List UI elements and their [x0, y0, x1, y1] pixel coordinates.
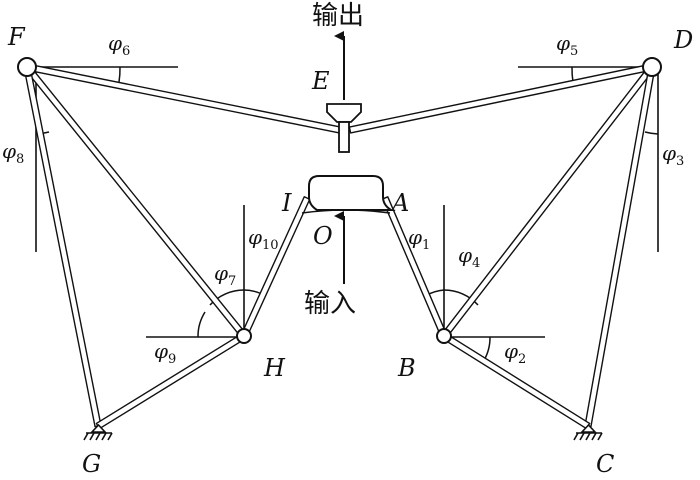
label-d: D [673, 26, 693, 54]
joint-b [436, 328, 452, 344]
arc-phi6 [118, 66, 121, 83]
input-label: 输入 [304, 289, 356, 319]
label-i: I [281, 189, 292, 217]
label-g: G [82, 450, 101, 478]
output-label: 输出 [312, 1, 364, 31]
angle-phi2: φ2 [504, 339, 526, 367]
link-h-i [240, 196, 311, 338]
ground-g [83, 423, 113, 441]
links [23, 63, 656, 430]
angle-phi4: φ4 [458, 243, 480, 271]
angle-phi5: φ5 [556, 31, 578, 59]
coupler-block-lower-edge [301, 209, 391, 214]
funnel-body [326, 103, 362, 123]
angle-phi6: φ6 [108, 31, 130, 59]
label-e: E [311, 67, 330, 95]
coupler-block [308, 175, 395, 211]
angle-phi1: φ1 [408, 225, 430, 253]
angle-phi9: φ9 [154, 339, 176, 367]
arc-phi3 [644, 131, 659, 135]
angle-phi8: φ8 [2, 139, 24, 167]
ground-symbols [83, 423, 603, 441]
joints [17, 57, 662, 344]
output-slider-e [326, 103, 362, 153]
link-b-a [381, 196, 448, 338]
arc-phi10 [243, 289, 263, 295]
label-a: A [390, 189, 409, 217]
angle-phi10: φ10 [248, 225, 279, 253]
joint-h [236, 328, 252, 344]
arc-phi7 [209, 289, 245, 306]
joint-d [642, 57, 662, 77]
angle-phi3: φ3 [662, 141, 684, 169]
ground-c [573, 423, 603, 441]
label-f: F [7, 23, 26, 51]
arc-phi9 [197, 311, 206, 338]
link-h-g [95, 332, 247, 430]
funnel-stem [338, 121, 350, 153]
label-o: O [313, 222, 333, 250]
label-h: H [263, 354, 286, 382]
label-c: C [596, 450, 614, 478]
joint-f [17, 57, 37, 77]
label-b: B [397, 354, 416, 382]
arc-phi4 [443, 289, 479, 306]
angle-phi7: φ7 [214, 261, 236, 289]
link-d-c [584, 65, 656, 428]
